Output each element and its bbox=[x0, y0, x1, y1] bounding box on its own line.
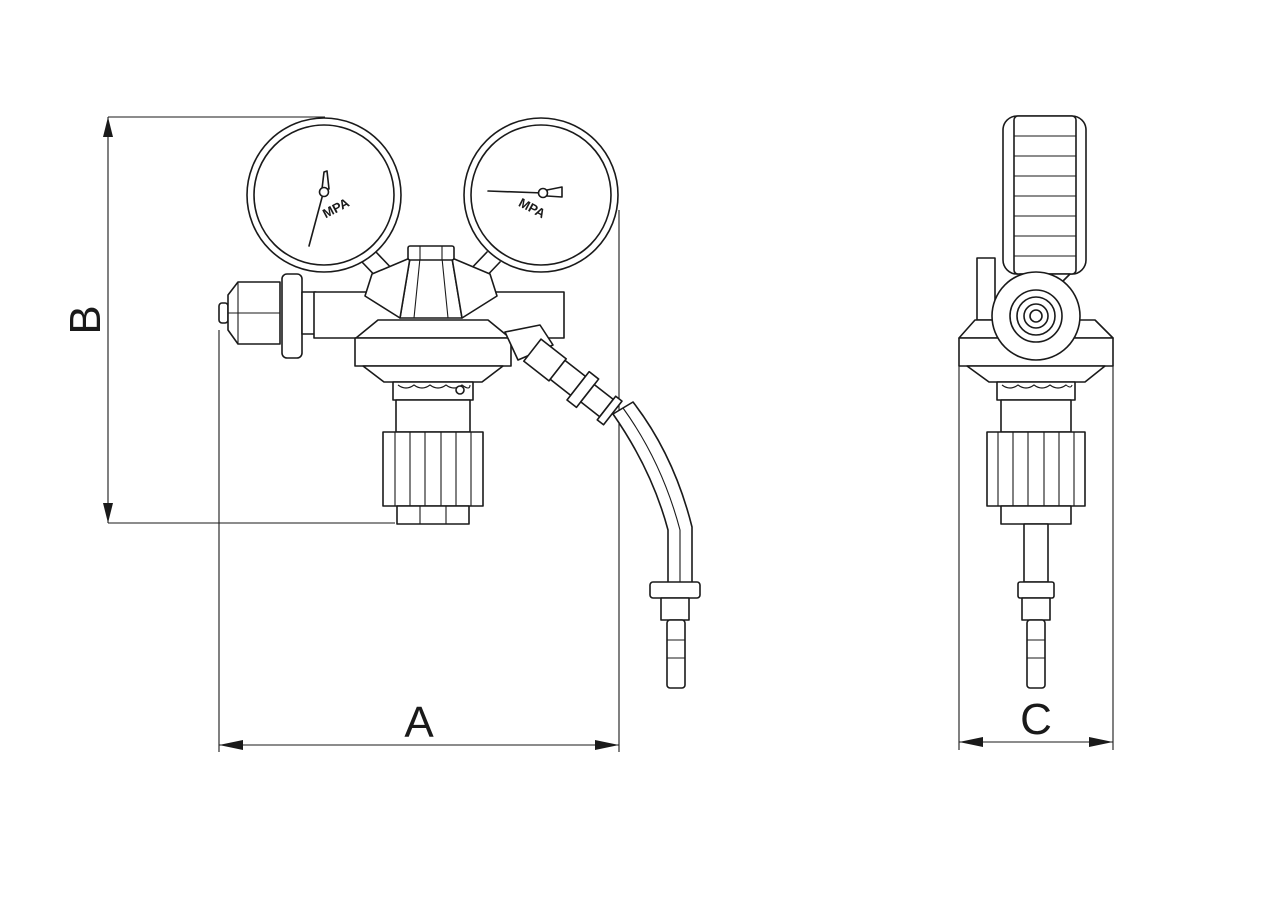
dimension-b: B bbox=[61, 116, 395, 524]
dimension-c: C bbox=[958, 365, 1114, 750]
left-gauge-needle bbox=[308, 189, 325, 247]
side-gauge-profile bbox=[1002, 115, 1087, 285]
side-outlet-port[interactable] bbox=[991, 271, 1081, 361]
side-outlet-stem bbox=[1017, 523, 1055, 689]
inlet-connection bbox=[218, 273, 317, 359]
dimension-b-label: B bbox=[61, 305, 110, 334]
right-pressure-gauge: MPA bbox=[463, 117, 619, 273]
central-body-block bbox=[364, 245, 498, 319]
dimension-a-label: A bbox=[404, 698, 434, 747]
side-view bbox=[958, 115, 1114, 689]
adjustment-knob[interactable] bbox=[382, 431, 484, 525]
side-adjustment-knob[interactable] bbox=[986, 431, 1086, 525]
outlet-hose bbox=[504, 324, 701, 689]
dimension-a: A bbox=[218, 210, 620, 752]
top-nut bbox=[407, 245, 455, 261]
diaphragm-housing bbox=[354, 319, 512, 433]
front-view: MPA MPA bbox=[218, 117, 701, 689]
right-gauge-needle bbox=[487, 190, 544, 194]
dimension-c-label: C bbox=[1020, 695, 1052, 744]
left-pressure-gauge: MPA bbox=[246, 117, 402, 273]
